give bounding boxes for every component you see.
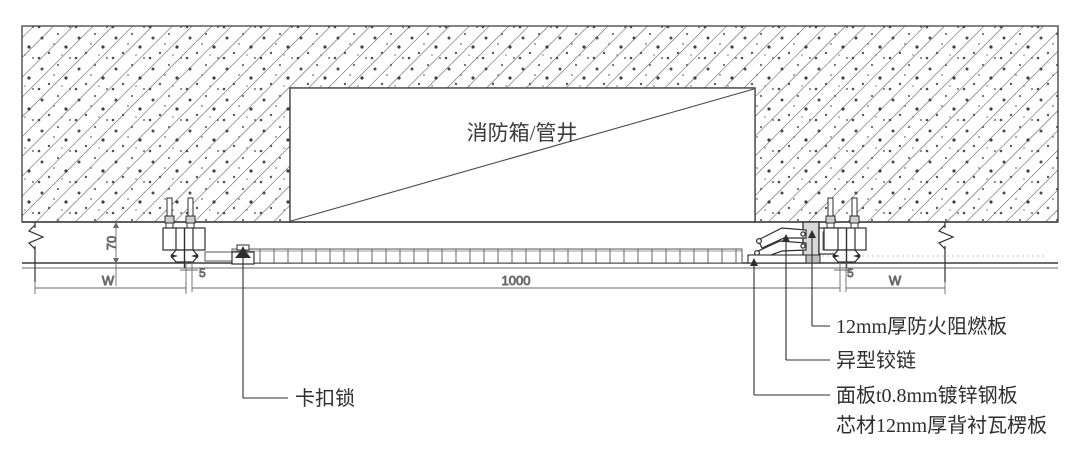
dimension-right-5: 5 (834, 262, 854, 292)
dimension-left-5-text: 5 (199, 266, 206, 280)
right-anchor-bolts (825, 197, 860, 229)
dimension-lines: 70 W 5 1000 5 (34, 222, 946, 294)
dimension-right-w: W (846, 273, 946, 294)
dimension-left-w: W (34, 273, 187, 294)
annotation-texts: 卡扣锁 12mm厚防火阻燃板 异型铰链 面板t0.8mm镀锌钢板 芯材12mm厚… (295, 315, 1047, 437)
dimension-center-1000: 1000 (192, 273, 840, 289)
annotation-leaders (239, 230, 830, 399)
dimension-left-5: 5 (180, 262, 206, 292)
dimension-right-5-text: 5 (847, 266, 854, 280)
dimension-right-w-text: W (889, 273, 902, 288)
dimension-height-70: 70 (104, 222, 119, 286)
annotation-snap-lock: 卡扣锁 (295, 387, 355, 410)
annotation-fire-board: 12mm厚防火阻燃板 (836, 315, 1007, 338)
dimension-left-w-text: W (102, 273, 115, 288)
dimension-70-text: 70 (104, 236, 119, 250)
right-hinge-detail (747, 197, 867, 268)
right-break-symbol (937, 224, 955, 250)
leader-face-panel (750, 258, 830, 396)
leader-special-hinge (782, 234, 830, 361)
left-anchor-bolts (164, 197, 196, 229)
annotation-face-panel: 面板t0.8mm镀锌钢板 (836, 384, 1018, 407)
annotation-core-material: 芯材12mm厚背衬瓦楞板 (836, 414, 1047, 437)
leader-fire-board (808, 230, 830, 327)
articulated-hinge-arms (753, 227, 807, 260)
left-break-symbol (27, 224, 45, 250)
break-symbols (27, 222, 955, 282)
void-label: 消防箱/管井 (467, 121, 578, 145)
shaft-void-opening: 消防箱/管井 (289, 87, 756, 223)
dimension-1000-text: 1000 (502, 273, 531, 288)
annotation-special-hinge: 异型铰链 (836, 349, 916, 372)
corrugated-core-panel (231, 248, 1045, 264)
leader-snap-lock (239, 246, 288, 399)
void-diagonal-line (290, 88, 755, 222)
left-latch-detail (162, 197, 255, 268)
